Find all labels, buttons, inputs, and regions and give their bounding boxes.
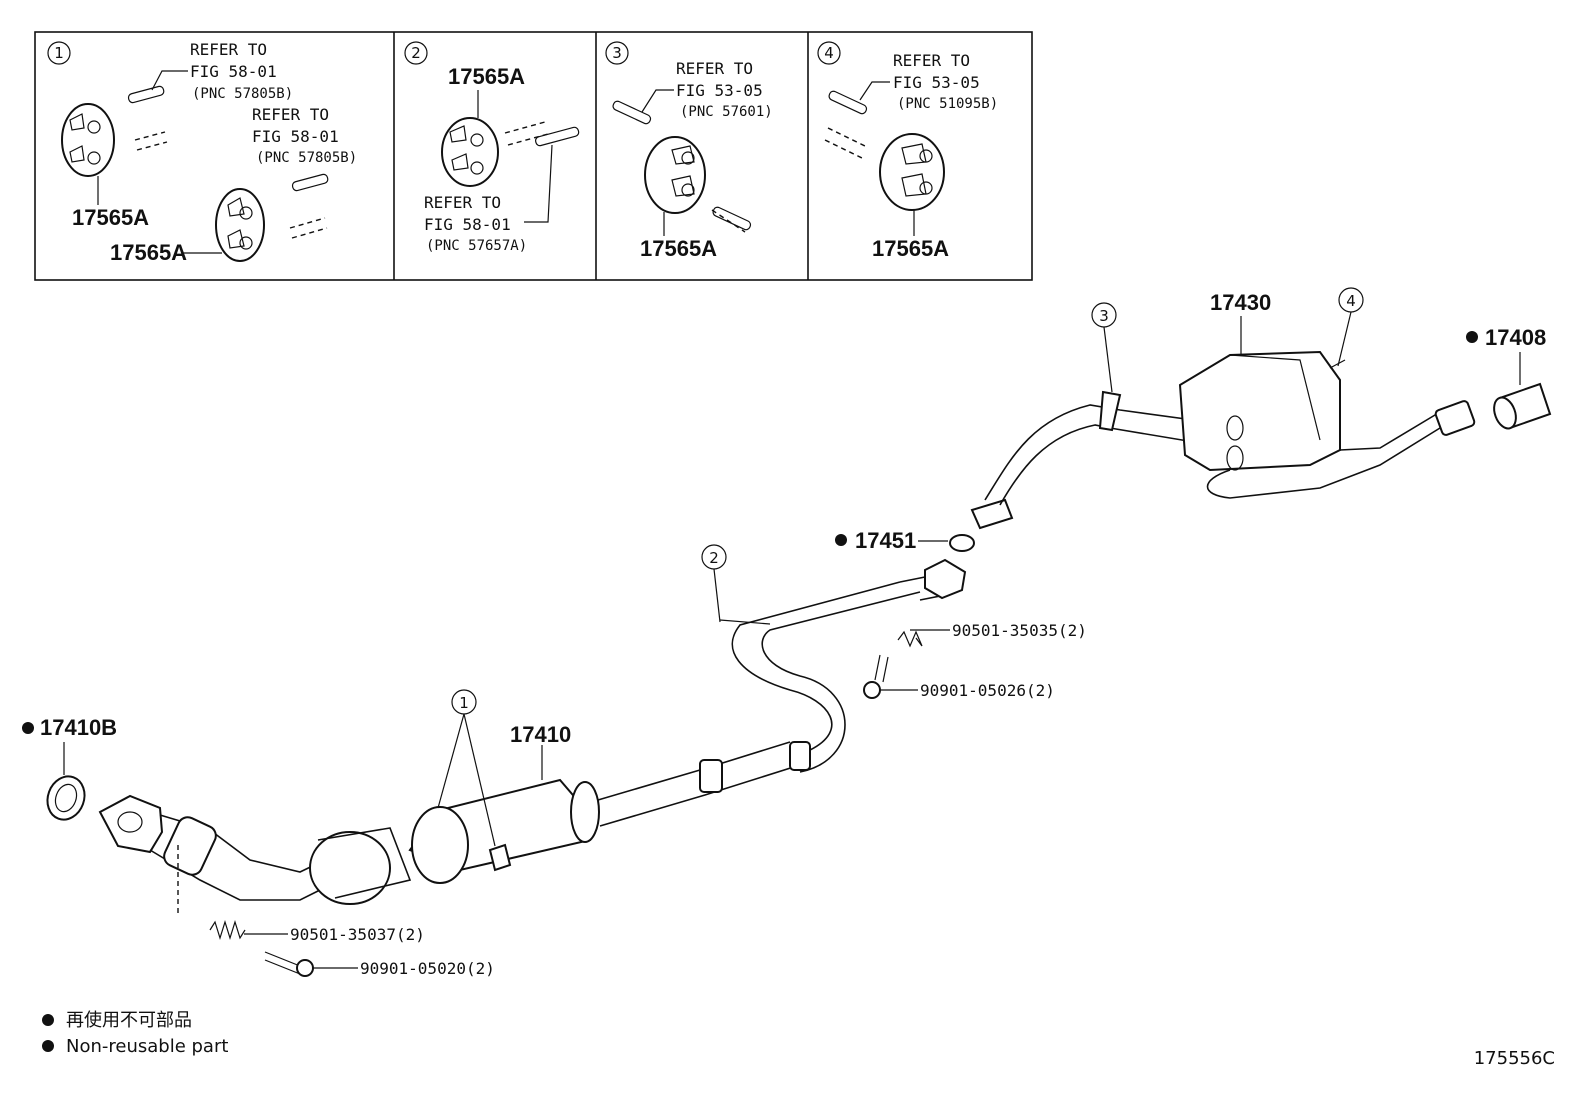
refer-pnc: (PNC 57601) bbox=[680, 104, 773, 120]
part-label: 17408 bbox=[1485, 325, 1546, 350]
detail-number: 2 bbox=[411, 44, 421, 62]
refer-pnc: (PNC 57657A) bbox=[426, 238, 527, 254]
spring-bolt-group-front: 90501-35037(2) 90901-05020(2) bbox=[177, 845, 495, 978]
gasket-17410B: 17410B bbox=[22, 715, 117, 821]
refer-line: FIG 53-05 bbox=[893, 73, 980, 92]
gasket-17451: 17451 bbox=[835, 528, 975, 553]
rubber-hanger bbox=[215, 188, 265, 262]
rubber-hanger bbox=[61, 103, 115, 177]
part-number-label: 90501-35037(2) bbox=[290, 925, 425, 944]
callout-number: 4 bbox=[1346, 292, 1356, 310]
legend-english: Non-reusable part bbox=[66, 1036, 228, 1057]
part-number-label: 90901-05026(2) bbox=[920, 681, 1055, 700]
callout-number: 2 bbox=[709, 549, 719, 567]
detail-panel bbox=[34, 31, 1033, 281]
rubber-hanger bbox=[644, 136, 706, 214]
callout-4: 4 bbox=[1337, 287, 1364, 367]
part-label: 17565A bbox=[110, 240, 187, 265]
part-label: 17565A bbox=[640, 236, 717, 261]
callout-3: 3 bbox=[1091, 302, 1117, 393]
rubber-hanger bbox=[441, 117, 499, 187]
tail-tip-17408: 17408 bbox=[1466, 325, 1552, 430]
refer-line: REFER TO bbox=[424, 193, 501, 212]
callout-1: 1 bbox=[437, 689, 496, 847]
front-pipe-assembly bbox=[98, 558, 967, 905]
detail-number: 1 bbox=[54, 44, 64, 62]
refer-pnc: (PNC 51095B) bbox=[897, 96, 998, 112]
detail-box-2: 2 17565A REFER TO FIG 58-01 (PNC 57657A) bbox=[404, 41, 580, 254]
detail-number: 4 bbox=[824, 44, 834, 62]
part-label: 17451 bbox=[855, 528, 916, 553]
refer-pnc: (PNC 57805B) bbox=[192, 86, 293, 102]
refer-line: REFER TO bbox=[676, 59, 753, 78]
part-label: 17565A bbox=[872, 236, 949, 261]
callout-number: 1 bbox=[459, 694, 469, 712]
tail-pipe-assembly bbox=[970, 350, 1476, 530]
part-label: 17565A bbox=[448, 64, 525, 89]
rubber-hanger bbox=[879, 133, 945, 211]
refer-line: REFER TO bbox=[190, 40, 267, 59]
detail-box-4: 4 REFER TO FIG 53-05 (PNC 51095B) 17565A bbox=[817, 41, 998, 261]
part-label: 17410 bbox=[510, 722, 571, 747]
refer-line: FIG 58-01 bbox=[252, 127, 339, 146]
legend-japanese: 再使用不可部品 bbox=[66, 1010, 192, 1031]
legend: 再使用不可部品 Non-reusable part bbox=[42, 1010, 228, 1057]
part-label: 17565A bbox=[72, 205, 149, 230]
refer-pnc: (PNC 57805B) bbox=[256, 150, 357, 166]
callout-number: 3 bbox=[1099, 307, 1109, 325]
part-number-label: 90501-35035(2) bbox=[952, 621, 1087, 640]
refer-line: REFER TO bbox=[893, 51, 970, 70]
detail-box-3: 3 REFER TO FIG 53-05 (PNC 57601) 17565A bbox=[605, 41, 773, 261]
refer-line: FIG 58-01 bbox=[424, 215, 511, 234]
spring-bolt-group-mid: 90501-35035(2) 90901-05026(2) bbox=[863, 621, 1087, 700]
detail-number: 3 bbox=[612, 44, 622, 62]
refer-line: REFER TO bbox=[252, 105, 329, 124]
refer-line: FIG 53-05 bbox=[676, 81, 763, 100]
callout-2: 2 bbox=[701, 544, 727, 623]
refer-line: FIG 58-01 bbox=[190, 62, 277, 81]
detail-box-1: 1 REFER TO FIG 58-01 (PNC 57805B) 17565A… bbox=[47, 40, 357, 265]
part-number-label: 90901-05020(2) bbox=[360, 959, 495, 978]
part-label: 17430 bbox=[1210, 290, 1271, 315]
part-label: 17410B bbox=[40, 715, 117, 740]
figure-code: 175556C bbox=[1474, 1048, 1555, 1069]
